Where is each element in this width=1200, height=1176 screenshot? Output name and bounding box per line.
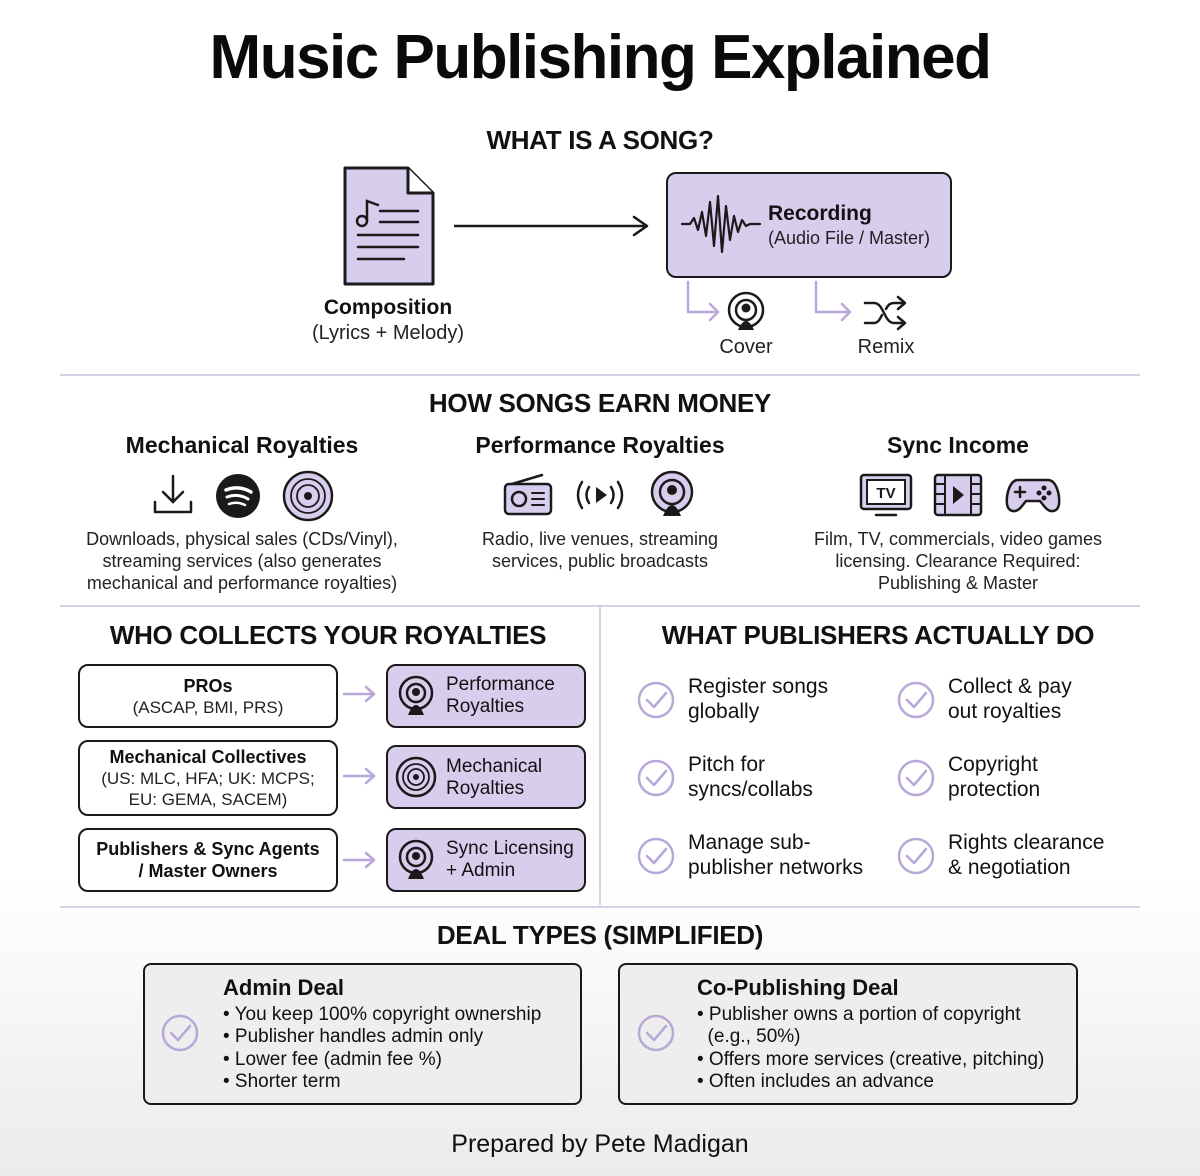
recording-box — [666, 172, 952, 278]
collector-name: Publishers & Sync Agents — [96, 839, 320, 859]
deal-point: • Publisher owns a portion of copyright — [697, 1004, 1021, 1025]
radio-icon — [502, 472, 554, 518]
branch-arrow-remix — [806, 280, 856, 324]
task-item: Rights clearance& negotiation — [948, 831, 1105, 879]
mechanical-royalties-desc: Downloads, physical sales (CDs/Vinyl), s… — [86, 529, 398, 593]
mechanical-royalties-title: Mechanical Royalties — [125, 432, 359, 458]
collector-box-pros — [78, 664, 338, 728]
divider — [60, 906, 1140, 908]
composition-title: Composition — [323, 296, 453, 319]
vertical-divider — [599, 607, 601, 905]
remix-label: Remix — [857, 336, 915, 358]
royalty-label: Royalties — [446, 778, 525, 799]
deal-point: • Offers more services (creative, pitchi… — [697, 1049, 1045, 1070]
recording-title: Recording — [768, 202, 872, 225]
cover-icon — [724, 290, 768, 334]
deal-point: • Lower fee (admin fee %) — [223, 1049, 442, 1070]
song-section-heading: WHAT IS A SONG? — [486, 125, 714, 155]
branch-arrow-cover — [678, 280, 724, 324]
spotify-icon — [214, 472, 262, 520]
collector-sub: EU: GEMA, SACEM) — [128, 790, 288, 809]
royalty-label: + Admin — [446, 860, 516, 881]
shuffle-icon — [862, 293, 910, 333]
collector-sub: (ASCAP, BMI, PRS) — [132, 698, 284, 717]
performance-royalties-title: Performance Royalties — [475, 432, 725, 458]
arrow-right-icon — [340, 848, 380, 872]
collector-box-mechanical — [78, 740, 338, 816]
arrow-right-icon — [340, 682, 380, 706]
vinyl-disc-icon — [394, 756, 438, 798]
deal-point: (e.g., 50%) — [697, 1026, 801, 1047]
deal-point: • Publisher handles admin only — [223, 1026, 484, 1047]
deal-point: • Often includes an advance — [697, 1071, 934, 1092]
deals-section-heading: DEAL TYPES (SIMPLIFIED) — [436, 920, 764, 950]
publishers-section-heading: WHAT PUBLISHERS ACTUALLY DO — [661, 620, 1095, 650]
document-music-icon — [342, 165, 436, 287]
check-circle-icon — [636, 836, 676, 876]
download-icon — [150, 472, 196, 518]
royalty-label: Mechanical — [446, 756, 543, 777]
tv-icon: TV — [858, 472, 914, 518]
broadcast-icon — [572, 474, 628, 516]
film-icon — [932, 472, 984, 518]
earn-section-heading: HOW SONGS EARN MONEY — [428, 388, 772, 418]
performance-royalties-desc: Radio, live venues, streaming services, … — [481, 529, 719, 571]
sync-income-title: Sync Income — [887, 432, 1029, 458]
collector-box-publishers — [78, 828, 338, 892]
check-circle-icon — [896, 758, 936, 798]
arrow-right-icon — [340, 764, 380, 788]
deal-point: • You keep 100% copyright ownership — [223, 1004, 542, 1025]
tv-icon-label: TV — [876, 485, 895, 502]
collector-name: / Master Owners — [138, 861, 278, 881]
check-circle-icon — [636, 758, 676, 798]
check-circle-icon — [896, 680, 936, 720]
royalty-label: Performance — [446, 674, 555, 695]
divider — [60, 374, 1140, 376]
composition-subtitle: (Lyrics + Melody) — [311, 322, 465, 344]
collector-sub: (US: MLC, HFA; UK: MCPS; — [101, 769, 315, 788]
royalty-label: Royalties — [446, 696, 525, 717]
podcast-icon — [396, 675, 436, 717]
collector-name: PROs — [183, 676, 233, 696]
task-item: Manage sub-publisher networks — [688, 831, 864, 879]
check-circle-icon — [160, 1013, 200, 1053]
royalty-box-sync — [386, 828, 586, 892]
admin-deal-card — [143, 963, 582, 1105]
royalty-box-performance — [386, 664, 586, 728]
royalty-label: Sync Licensing — [446, 838, 574, 859]
arrow-right-icon — [452, 214, 652, 238]
sync-income-desc: Film, TV, commercials, video games licen… — [813, 529, 1103, 593]
gamepad-icon — [1004, 474, 1062, 516]
collector-name: Mechanical Collectives — [109, 747, 307, 767]
check-circle-icon — [636, 1013, 676, 1053]
page-title: Music Publishing Explained — [209, 23, 992, 92]
cover-label: Cover — [719, 336, 773, 358]
deal-point: • Shorter term — [223, 1071, 341, 1092]
podcast-icon — [648, 470, 696, 520]
co-publishing-deal-card — [618, 963, 1078, 1105]
divider — [60, 605, 1140, 607]
check-circle-icon — [636, 680, 676, 720]
admin-deal-title: Admin Deal — [223, 975, 345, 1000]
footer-credit: Prepared by Pete Madigan — [451, 1130, 749, 1158]
co-publishing-deal-title: Co-Publishing Deal — [697, 975, 899, 1000]
check-circle-icon — [896, 836, 936, 876]
recording-subtitle: (Audio File / Master) — [768, 228, 931, 248]
royalty-box-mechanical — [386, 745, 586, 809]
waveform-icon — [680, 192, 762, 256]
collects-section-heading: WHO COLLECTS YOUR ROYALTIES — [109, 620, 547, 650]
vinyl-disc-icon — [280, 470, 336, 522]
podcast-icon — [396, 839, 436, 881]
